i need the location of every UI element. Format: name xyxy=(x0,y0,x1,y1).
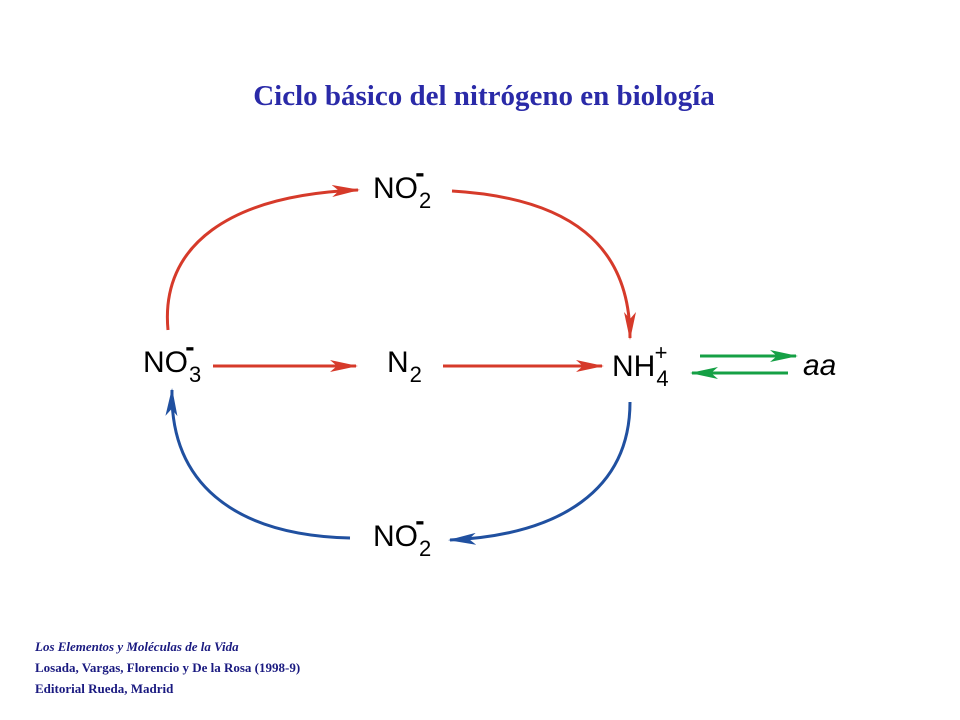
reference-publisher: Editorial Rueda, Madrid xyxy=(35,681,174,696)
arrow-no2-top-to-nh4 xyxy=(451,189,636,340)
node-nitrite-bottom: NO2- xyxy=(373,505,432,561)
node-ammonium: NH4+ xyxy=(612,340,669,391)
arrow-no2-bottom-to-no3 xyxy=(165,388,351,540)
node-nitrate: NO3- xyxy=(143,331,202,387)
diagram-title: Ciclo básico del nitrógeno en biología xyxy=(253,80,715,112)
node-dinitrogen: N2 xyxy=(387,346,422,387)
reference-book-title: Los Elementos y Moléculas de la Vida xyxy=(35,639,239,654)
node-amino-acids: aa xyxy=(803,349,837,382)
arrow-no3-to-no2-top xyxy=(165,185,360,331)
reference-authors: Losada, Vargas, Florencio y De la Rosa (… xyxy=(35,660,301,675)
arrow-nh4-to-no2-bottom xyxy=(448,401,632,545)
node-nitrite-top: NO2- xyxy=(373,157,432,213)
